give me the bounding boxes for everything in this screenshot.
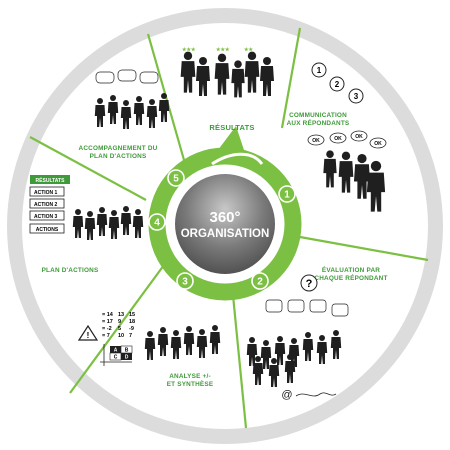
label-evaluation-line2: CHAQUE RÉPONDANT — [314, 273, 387, 282]
center-subtitle: ORGANISATION — [181, 228, 270, 240]
communication-question-bubbles: 1 2 3 — [311, 62, 364, 104]
label-evaluation-line1: ÉVALUATION PAR — [322, 265, 380, 274]
label-communication-line1: COMMUNICATION — [289, 112, 347, 119]
action-board-footer: ACTIONS — [36, 227, 59, 233]
label-support-line1: ACCOMPAGNEMENT DU — [79, 145, 158, 152]
label-action-plan: PLAN D'ACTIONS — [42, 267, 99, 274]
score-cell: 7 — [129, 333, 132, 339]
evaluation-question-bubble: ? — [300, 274, 318, 292]
svg-text:★★: ★★ — [244, 47, 253, 53]
at-sign: @ — [281, 389, 292, 401]
score-cell: 10 — [118, 333, 124, 339]
results-rating-stars: ★★★ ★★★ ★★ — [182, 47, 253, 53]
warning-triangle-icon: ! — [77, 324, 99, 341]
step-marker-3 — [176, 272, 194, 290]
step-number: 2 — [257, 277, 263, 288]
score-cell: = 17 — [102, 319, 113, 325]
label-support-line2: PLAN D'ACTIONS — [90, 153, 147, 160]
score-table: = 14 13 15 = 17 9 18 = -2 5 -9 = 7 10 7 — [102, 312, 135, 339]
label-analysis-line1: ANALYSE +/- — [169, 373, 211, 380]
score-cell: 18 — [129, 319, 135, 325]
swot-matrix: A B C D — [100, 344, 133, 366]
matrix-cell: C — [114, 355, 118, 361]
center-title: 360° — [209, 209, 240, 226]
step-number: 5 — [173, 174, 179, 185]
communication-ok-bubbles: OK OK OK OK — [307, 130, 387, 149]
step-marker-4 — [148, 213, 166, 231]
matrix-cell: B — [125, 348, 129, 354]
question-1: 1 — [317, 66, 322, 75]
matrix-cell: A — [114, 348, 118, 354]
step-number: 3 — [182, 277, 188, 288]
score-cell: 9 — [118, 319, 121, 325]
score-cell: = -2 — [102, 326, 112, 332]
ok-label: OK — [374, 141, 382, 147]
action-row: ACTION 3 — [34, 214, 58, 220]
ok-label: OK — [334, 136, 342, 142]
step-marker-5 — [167, 169, 185, 187]
score-cell: -9 — [129, 326, 134, 332]
matrix-cell: D — [125, 355, 129, 361]
score-cell: 13 — [118, 312, 124, 318]
svg-text:★★★: ★★★ — [182, 47, 196, 53]
action-row: ACTION 1 — [34, 190, 58, 196]
label-communication-line2: AUX RÉPONDANTS — [287, 118, 350, 127]
support-speech-bubbles — [95, 69, 159, 84]
step-markers: 1 2 3 4 5 — [148, 169, 296, 290]
ok-label: OK — [355, 134, 363, 140]
evaluation-checklist-bubbles — [265, 299, 349, 317]
ok-label: OK — [312, 138, 320, 144]
action-row: ACTION 2 — [34, 202, 58, 208]
step-number: 1 — [284, 190, 290, 201]
svg-text:!: ! — [87, 331, 90, 340]
email-signature: @ — [281, 389, 337, 401]
label-results: RÉSULTATS — [209, 123, 254, 132]
action-board: RÉSULTATS ACTION 1 ACTION 2 ACTION 3 ACT… — [29, 175, 70, 234]
question-3: 3 — [354, 92, 359, 101]
svg-text:★★★: ★★★ — [216, 47, 230, 53]
label-analysis-line2: ET SYNTHÈSE — [167, 379, 214, 388]
step-number: 4 — [154, 218, 160, 229]
action-board-header: RÉSULTATS — [36, 176, 66, 184]
center-hub: 360° ORGANISATION — [170, 169, 280, 279]
score-cell: 15 — [129, 312, 135, 318]
question-mark: ? — [306, 278, 313, 290]
step-marker-2 — [251, 272, 269, 290]
score-cell: = 7 — [102, 333, 110, 339]
score-cell: = 14 — [102, 312, 114, 318]
step-marker-1 — [278, 185, 296, 203]
score-cell: 5 — [118, 326, 121, 332]
question-2: 2 — [335, 80, 340, 89]
